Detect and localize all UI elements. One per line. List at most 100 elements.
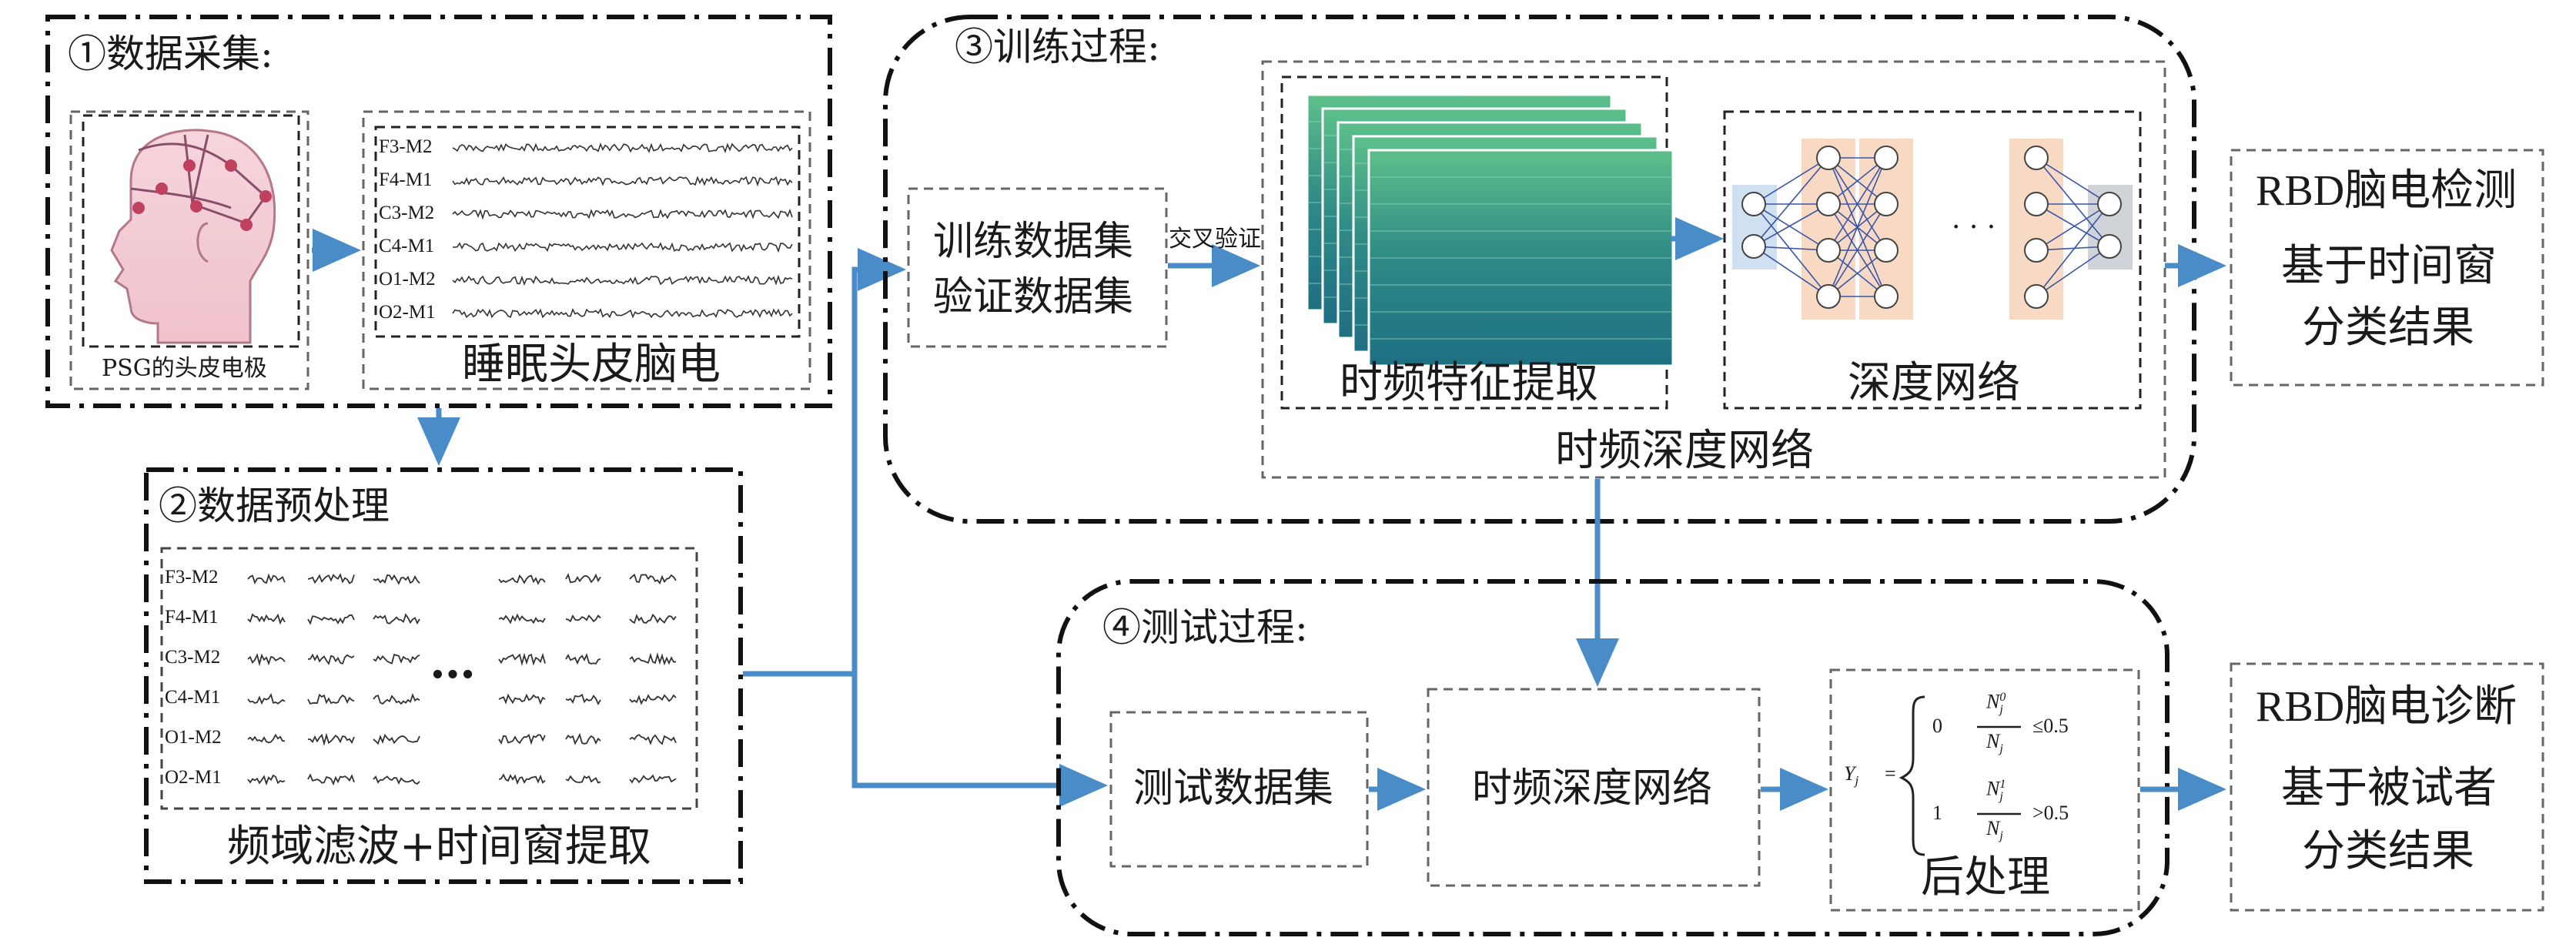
dnn-connection <box>1828 157 1887 297</box>
dnn-node <box>1874 192 1899 216</box>
dnn-connection <box>1753 246 1829 297</box>
formula-case1-cond: >0.5 <box>2032 802 2069 824</box>
window-trace <box>373 574 420 585</box>
window-trace <box>629 694 677 705</box>
window-trace <box>565 614 601 623</box>
formula-case1-den-sub: j <box>1999 829 2003 843</box>
dnn-connection <box>2036 203 2110 247</box>
window-trace <box>498 652 546 667</box>
training-dataset-label: 训练数据集 <box>933 219 1134 265</box>
head-electrode-caption: PSG的头皮电极 <box>102 355 267 382</box>
formula-lhs-symbol: Y <box>1844 762 1855 785</box>
dnn-connection <box>1828 157 1887 205</box>
window-trace <box>629 651 677 666</box>
dnn-connection <box>1828 203 1887 297</box>
tf-network-box <box>1261 60 2166 479</box>
dnn-connection <box>1753 203 1829 247</box>
window-trace <box>565 732 601 745</box>
dnn-connection <box>1828 157 1887 251</box>
dnn-box <box>1723 110 2142 410</box>
dnn-node <box>1816 238 1841 263</box>
window-ellipsis: … <box>430 635 476 689</box>
test-network-box <box>1427 688 1761 887</box>
dnn-node <box>2024 146 2049 170</box>
channel-label: O1-M2 <box>379 269 436 290</box>
dnn-connection <box>1753 246 1829 251</box>
rbd-detection-title: RBD脑电检测 <box>2256 167 2517 215</box>
window-trace <box>247 573 286 584</box>
channel-label: C4-M1 <box>379 236 435 256</box>
rbd-diagnosis-line2: 分类结果 <box>2302 826 2474 876</box>
window-trace <box>565 775 601 784</box>
formula-case1-num: N1j <box>1986 779 2006 803</box>
window-trace <box>565 652 601 665</box>
spectrogram-stack <box>1306 93 1674 367</box>
section-1-border <box>45 15 832 408</box>
training-dataset-box <box>907 187 1168 348</box>
rbd-diagnosis-line1: 基于被试者 <box>2281 763 2497 813</box>
channel-label: F4-M1 <box>379 169 433 190</box>
dnn-connection <box>2036 157 2110 205</box>
dnn-connection <box>1753 203 1829 297</box>
window-trace <box>373 613 420 625</box>
window-trace <box>373 775 420 785</box>
head-illustration <box>110 129 276 344</box>
window-trace <box>247 733 286 744</box>
channel-label: C4-M1 <box>165 687 221 708</box>
section-4-border <box>1056 579 2170 936</box>
dnn-node <box>2024 284 2049 309</box>
postprocess-box <box>1829 668 2140 912</box>
window-trace <box>565 573 601 584</box>
formula-case0-den-symbol: N <box>1986 730 2000 752</box>
eeg-trace <box>452 242 793 253</box>
window-trace <box>565 693 601 705</box>
channel-label: C3-M2 <box>165 647 221 668</box>
window-trace <box>498 773 546 785</box>
dnn-node <box>1874 238 1899 263</box>
eeg-trace <box>452 142 793 154</box>
window-trace <box>629 613 677 625</box>
tf-network-caption: 时频深度网络 <box>1555 426 1814 476</box>
window-trace <box>247 692 286 705</box>
window-trace <box>307 732 355 746</box>
eeg-outer-box <box>362 110 811 390</box>
dnn-connection <box>2036 203 2110 251</box>
dnn-node <box>1874 284 1899 309</box>
window-trace <box>498 574 546 585</box>
window-trace <box>307 693 355 705</box>
section-2-border <box>144 467 743 884</box>
formula-case0-num-sub: j <box>1999 702 2003 716</box>
detection-box <box>2230 149 2544 387</box>
rbd-diagnosis-title: RBD脑电诊断 <box>2256 683 2517 731</box>
channel-label: F3-M2 <box>379 136 433 157</box>
channel-label: C3-M2 <box>379 203 435 223</box>
section-2-title: ②数据预处理 <box>159 484 390 528</box>
validation-dataset-label: 验证数据集 <box>933 274 1134 320</box>
dnn-node <box>1741 192 1766 216</box>
test-dataset-box <box>1109 711 1369 868</box>
formula-case0-cond: ≤0.5 <box>2032 715 2069 737</box>
preprocess-caption: 频域滤波+时间窗提取 <box>227 822 651 872</box>
eeg-traces <box>452 142 793 319</box>
channel-label: F3-M2 <box>165 567 219 588</box>
formula-case0-value: 0 <box>1932 715 1942 737</box>
test-network-label: 时频深度网络 <box>1472 765 1713 812</box>
dnn-connection <box>2036 246 2110 297</box>
window-trace <box>307 614 355 625</box>
test-dataset-label: 测试数据集 <box>1133 765 1334 812</box>
dnn-connection <box>1753 157 1829 247</box>
window-trace <box>307 653 355 665</box>
dnn-illustration <box>1732 139 2133 320</box>
eeg-caption: 睡眠头皮脑电 <box>462 340 721 390</box>
dnn-connection <box>2036 203 2110 297</box>
dnn-node <box>2024 192 2049 216</box>
rbd-detection-line2: 分类结果 <box>2302 303 2474 353</box>
eeg-inner-box <box>374 126 801 338</box>
channel-label: O2-M1 <box>165 767 222 788</box>
formula-lhs-sub: j <box>1855 773 1859 789</box>
eeg-trace <box>452 176 793 187</box>
eeg-trace <box>452 274 793 286</box>
dnn-connection <box>1753 203 1829 251</box>
section-3-title: ③训练过程: <box>955 25 1160 69</box>
